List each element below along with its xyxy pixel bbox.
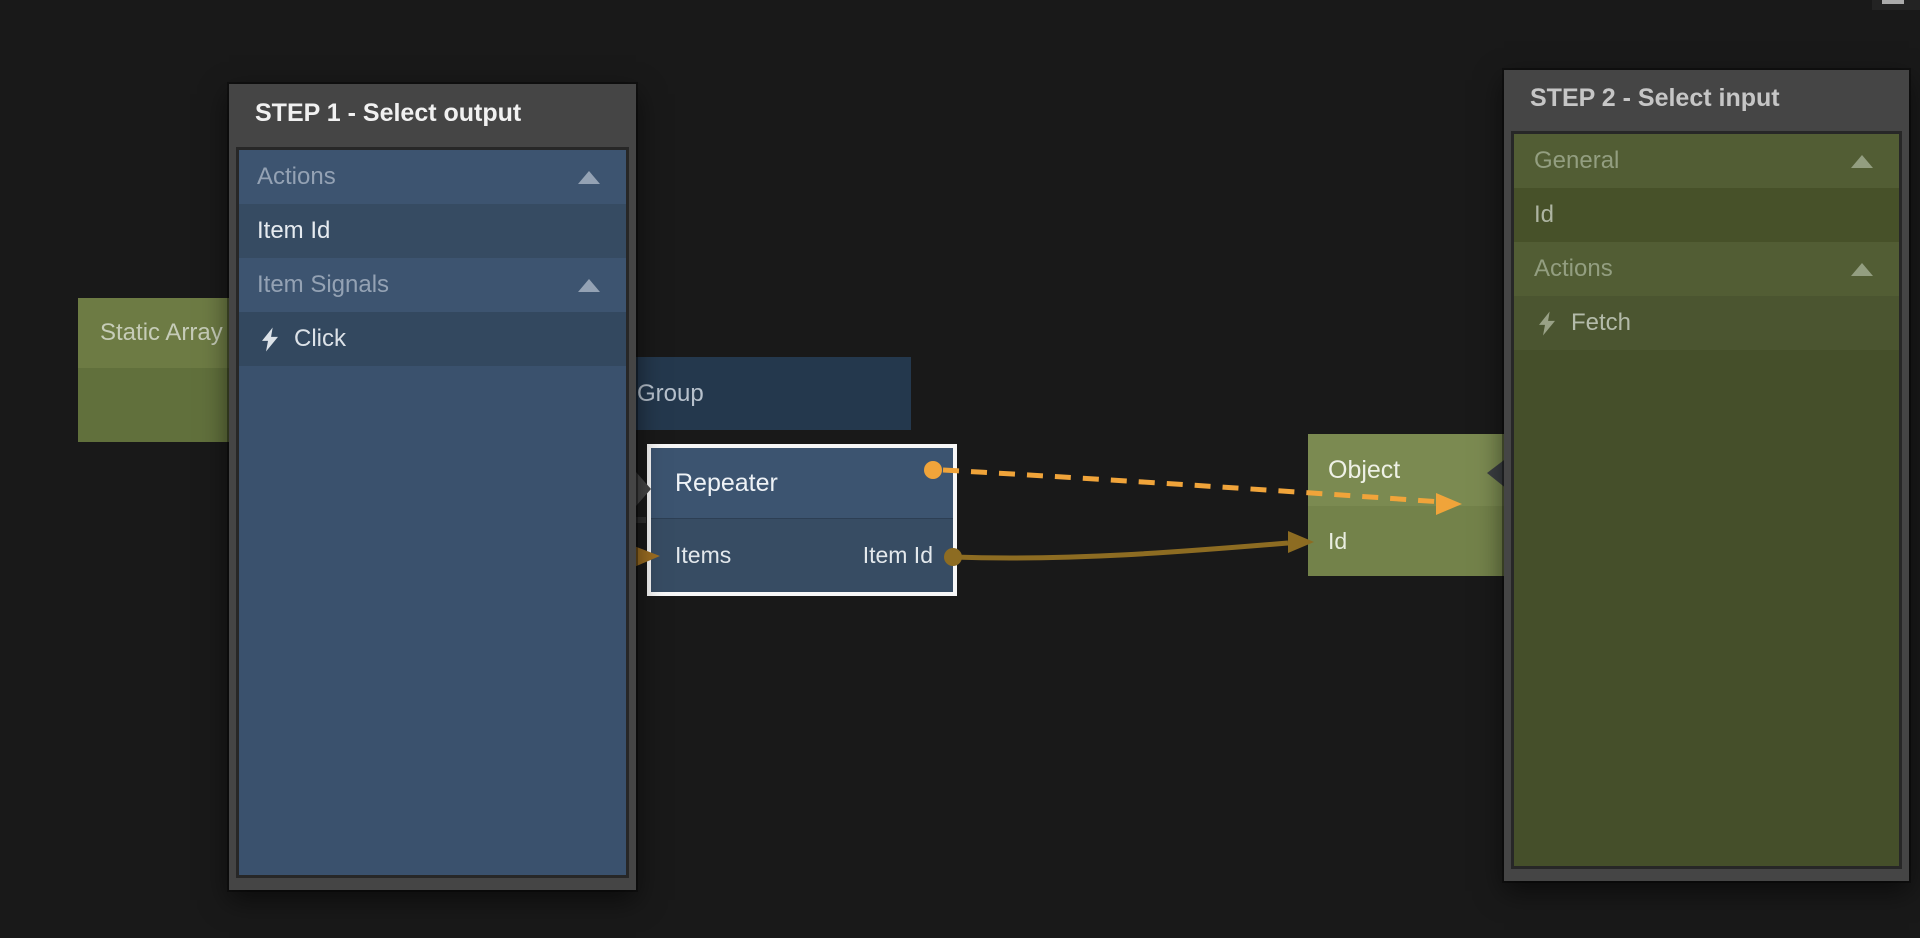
step2-row-general[interactable]: General (1514, 134, 1899, 188)
collapse-arrow-icon[interactable] (578, 170, 600, 184)
step1-panel-filler (239, 366, 626, 875)
input-port-label[interactable]: Items (675, 542, 732, 568)
step2-panel-filler (1514, 350, 1899, 866)
step1-row-click[interactable]: Click (239, 312, 626, 366)
window-corner-fragment (1872, 0, 1920, 10)
step2-panel-body: General Id Actions Fetch (1511, 131, 1902, 869)
step1-popup: STEP 1 - Select output Actions Item Id I… (229, 84, 636, 890)
input-port-label[interactable]: Id (1328, 527, 1348, 554)
step1-panel-title: STEP 1 - Select output (255, 99, 522, 127)
lightning-icon (1539, 311, 1555, 335)
collapse-arrow-icon[interactable] (578, 278, 600, 292)
node-object[interactable]: Object Id (1308, 434, 1517, 576)
collapse-arrow-icon[interactable] (1851, 154, 1873, 168)
node-title: Repeater (675, 468, 778, 497)
step1-panel-body: Actions Item Id Item Signals Click (236, 147, 629, 878)
node-body (78, 368, 244, 442)
lightning-icon (262, 327, 278, 351)
step2-row-fetch[interactable]: Fetch (1514, 296, 1899, 350)
node-static-array[interactable]: Static Array (78, 298, 244, 442)
node-title: Static Array (100, 319, 223, 346)
step2-popup: STEP 2 - Select input General Id Actions… (1504, 70, 1909, 881)
step1-row-item-signals[interactable]: Item Signals (239, 258, 626, 312)
step2-row-id[interactable]: Id (1514, 188, 1899, 242)
step2-row-actions[interactable]: Actions (1514, 242, 1899, 296)
node-title: Object (1328, 455, 1401, 484)
collapse-arrow-icon[interactable] (1851, 262, 1873, 276)
step1-row-item-id[interactable]: Item Id (239, 204, 626, 258)
node-repeater[interactable]: Repeater Items Item Id (647, 444, 957, 596)
node-title: Group (637, 379, 704, 407)
output-port-label[interactable]: Item Id (862, 542, 933, 568)
node-group[interactable]: Group (598, 357, 911, 430)
solid-wire[interactable] (952, 540, 1289, 561)
step1-row-actions[interactable]: Actions (239, 150, 626, 204)
step2-panel-title: STEP 2 - Select input (1530, 84, 1780, 112)
connection-itemid-to-id[interactable] (952, 531, 1314, 561)
minimize-bar-icon (1882, 0, 1904, 4)
